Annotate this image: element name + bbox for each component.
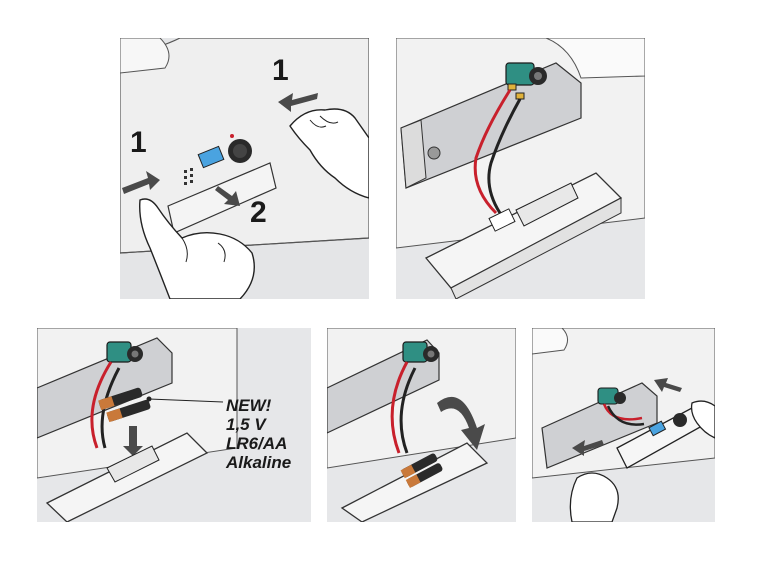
close-tray-illustration — [327, 328, 516, 522]
step-panel-remove-unit — [120, 38, 369, 299]
step-panel-reinsert-unit — [532, 328, 715, 522]
battery-spec-callout: NEW! 1,5 V LR6/AA Alkaline — [226, 396, 291, 472]
callout-battery-size: LR6/AA — [226, 434, 288, 453]
callout-new: NEW! — [226, 396, 272, 415]
step-panel-unit-removed — [396, 38, 645, 299]
unit-removed-illustration — [396, 38, 645, 299]
reinsert-unit-illustration — [532, 328, 715, 522]
step-panel-insert-batteries — [37, 328, 311, 522]
step-number-press-right: 1 — [272, 54, 289, 87]
step-panel-close-tray — [327, 328, 516, 522]
callout-voltage: 1,5 V — [226, 415, 266, 434]
step-number-pull-out: 2 — [250, 196, 267, 229]
insert-batteries-illustration — [37, 328, 311, 522]
remove-unit-illustration — [120, 38, 369, 299]
callout-battery-type: Alkaline — [226, 453, 292, 472]
step-number-press-left: 1 — [130, 126, 147, 159]
